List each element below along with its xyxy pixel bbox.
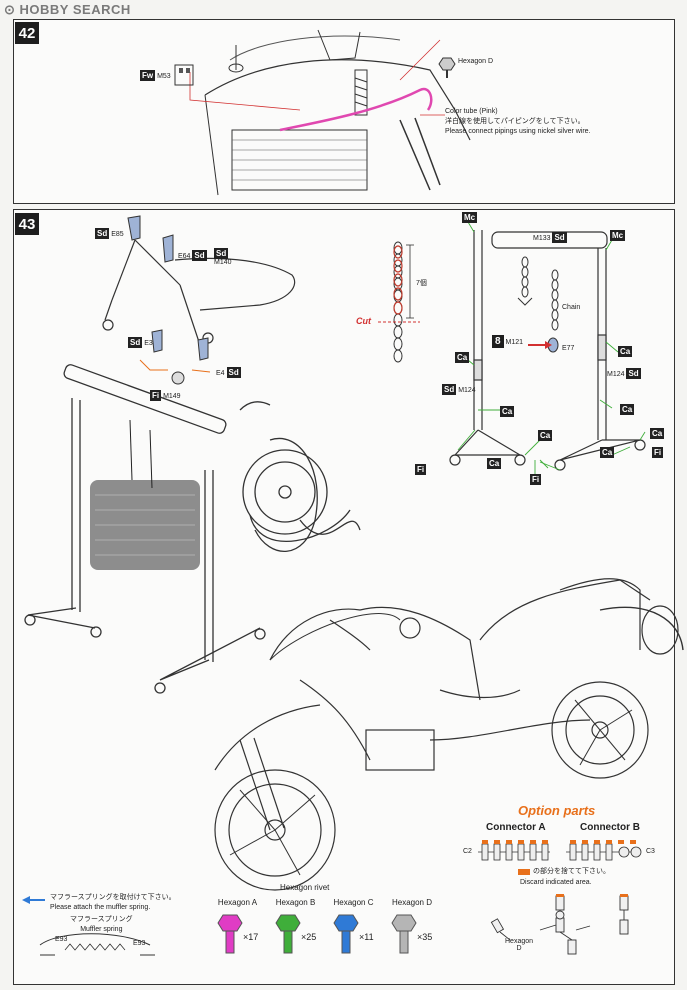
hexagon-rivet-row: Hexagon A ×17 Hexagon B ×25 Hexagon C ×1… — [210, 898, 440, 958]
step42-part-tag-row: Fw M53 — [140, 70, 171, 81]
discard-note-jp: の部分を捨てて下さい。 — [533, 868, 610, 875]
e93-left-label: E93 — [55, 936, 68, 943]
e93-right-label: E93 — [133, 940, 146, 947]
color-tube-jp: 洋白線を使用してパイピングをして下さい。 — [445, 118, 585, 125]
stand-label-e3: Sd E3 — [128, 337, 153, 348]
chain-count-label: 7個 — [416, 280, 427, 287]
step42-color-tube-note: Color tube (Pink) 洋白線を使用してパイピングをして下さい。 P… — [445, 107, 591, 137]
muffler-note-en: Please attach the muffler spring. — [50, 904, 151, 911]
crane-bar-label: M133 Sd — [533, 232, 567, 243]
step-42-number: 42 — [15, 22, 39, 44]
stand-label-m140: Sd M140 — [214, 248, 232, 266]
muffler-spring-en: Muffler spring — [80, 926, 123, 933]
connector-a-title: Connector A — [486, 822, 546, 833]
ca-tag-6: Ca — [650, 428, 665, 439]
assembly-hexagon-d-label: Hexagon D — [505, 938, 534, 952]
option-parts-title: Option parts — [518, 803, 596, 818]
step-ref-badge: 8 — [492, 335, 504, 348]
c2-label: C2 — [463, 848, 472, 855]
foot-tag-right: Fi — [652, 447, 664, 458]
muffler-spring-jp: マフラースプリング — [70, 916, 133, 923]
ca-tag-3: Ca — [618, 346, 633, 357]
color-tube-title: Color tube (Pink) — [445, 108, 498, 115]
crane-step-ref: 8 M121 — [492, 335, 523, 348]
ca-tag-8: Ca — [600, 447, 615, 458]
crane-chain-label: Chain — [562, 304, 581, 311]
crane-tag-mc-left: Mc — [462, 212, 478, 223]
hobby-search-watermark: ⊙ HOBBY SEARCH — [4, 2, 131, 17]
cut-label: Cut — [356, 316, 371, 326]
hexagon-a-item: Hexagon A ×17 — [210, 898, 265, 962]
ca-tag-4: Ca — [620, 404, 635, 415]
hexagon-rivet-title: Hexagon rivet — [280, 883, 330, 892]
hexagon-d-item: Hexagon D ×35 — [384, 898, 440, 962]
ca-tag-1: Ca — [455, 352, 470, 363]
muffler-note: マフラースプリングを取付けて下さい。 Please attach the muf… — [50, 893, 176, 913]
search-logo-icon: ⊙ — [4, 2, 16, 17]
ca-tag-7: Ca — [487, 458, 502, 469]
c3-label: C3 — [646, 848, 655, 855]
step42-part-tag: Fw — [140, 70, 156, 81]
hexagon-b-icon — [275, 914, 301, 954]
foot-tag-mid: Fi — [530, 474, 542, 485]
muffler-spring-caption: マフラースプリング Muffler spring — [70, 915, 133, 935]
stand-label-e4: E4 Sd — [216, 367, 241, 378]
crane-tag-mc-right: Mc — [610, 230, 626, 241]
hexagon-d-icon — [391, 914, 417, 954]
foot-tag-left: Fi — [415, 464, 427, 475]
crane-left-leg-label: Sd M124 — [442, 384, 476, 395]
connector-b-title: Connector B — [580, 822, 640, 833]
crane-right-leg-label: M124 Sd — [607, 368, 641, 379]
muffler-note-jp: マフラースプリングを取付けて下さい。 — [50, 894, 176, 901]
step-43-panel — [13, 209, 675, 985]
hexagon-c-icon — [333, 914, 359, 954]
stand-label-e64: E64 Sd — [178, 250, 207, 261]
stand-label-e85: Sd E85 — [95, 228, 124, 239]
step42-part-code: M53 — [157, 73, 171, 80]
hexagon-c-item: Hexagon C ×11 — [326, 898, 381, 962]
hexagon-a-icon — [217, 914, 243, 954]
color-tube-en: Please connect pipings using nickel silv… — [445, 128, 591, 135]
stand-label-m149: Fi M149 — [150, 390, 181, 401]
discard-note-en: Discard indicated area. — [520, 879, 592, 886]
step-43-number: 43 — [15, 213, 39, 235]
crane-ref-part: E77 — [562, 345, 575, 352]
step-42-panel — [13, 19, 675, 204]
ca-tag-5: Ca — [538, 430, 553, 441]
ca-tag-2: Ca — [500, 406, 515, 417]
step42-hexagon-d-label: Hexagon D — [458, 58, 494, 65]
hexagon-b-item: Hexagon B ×25 — [268, 898, 323, 962]
